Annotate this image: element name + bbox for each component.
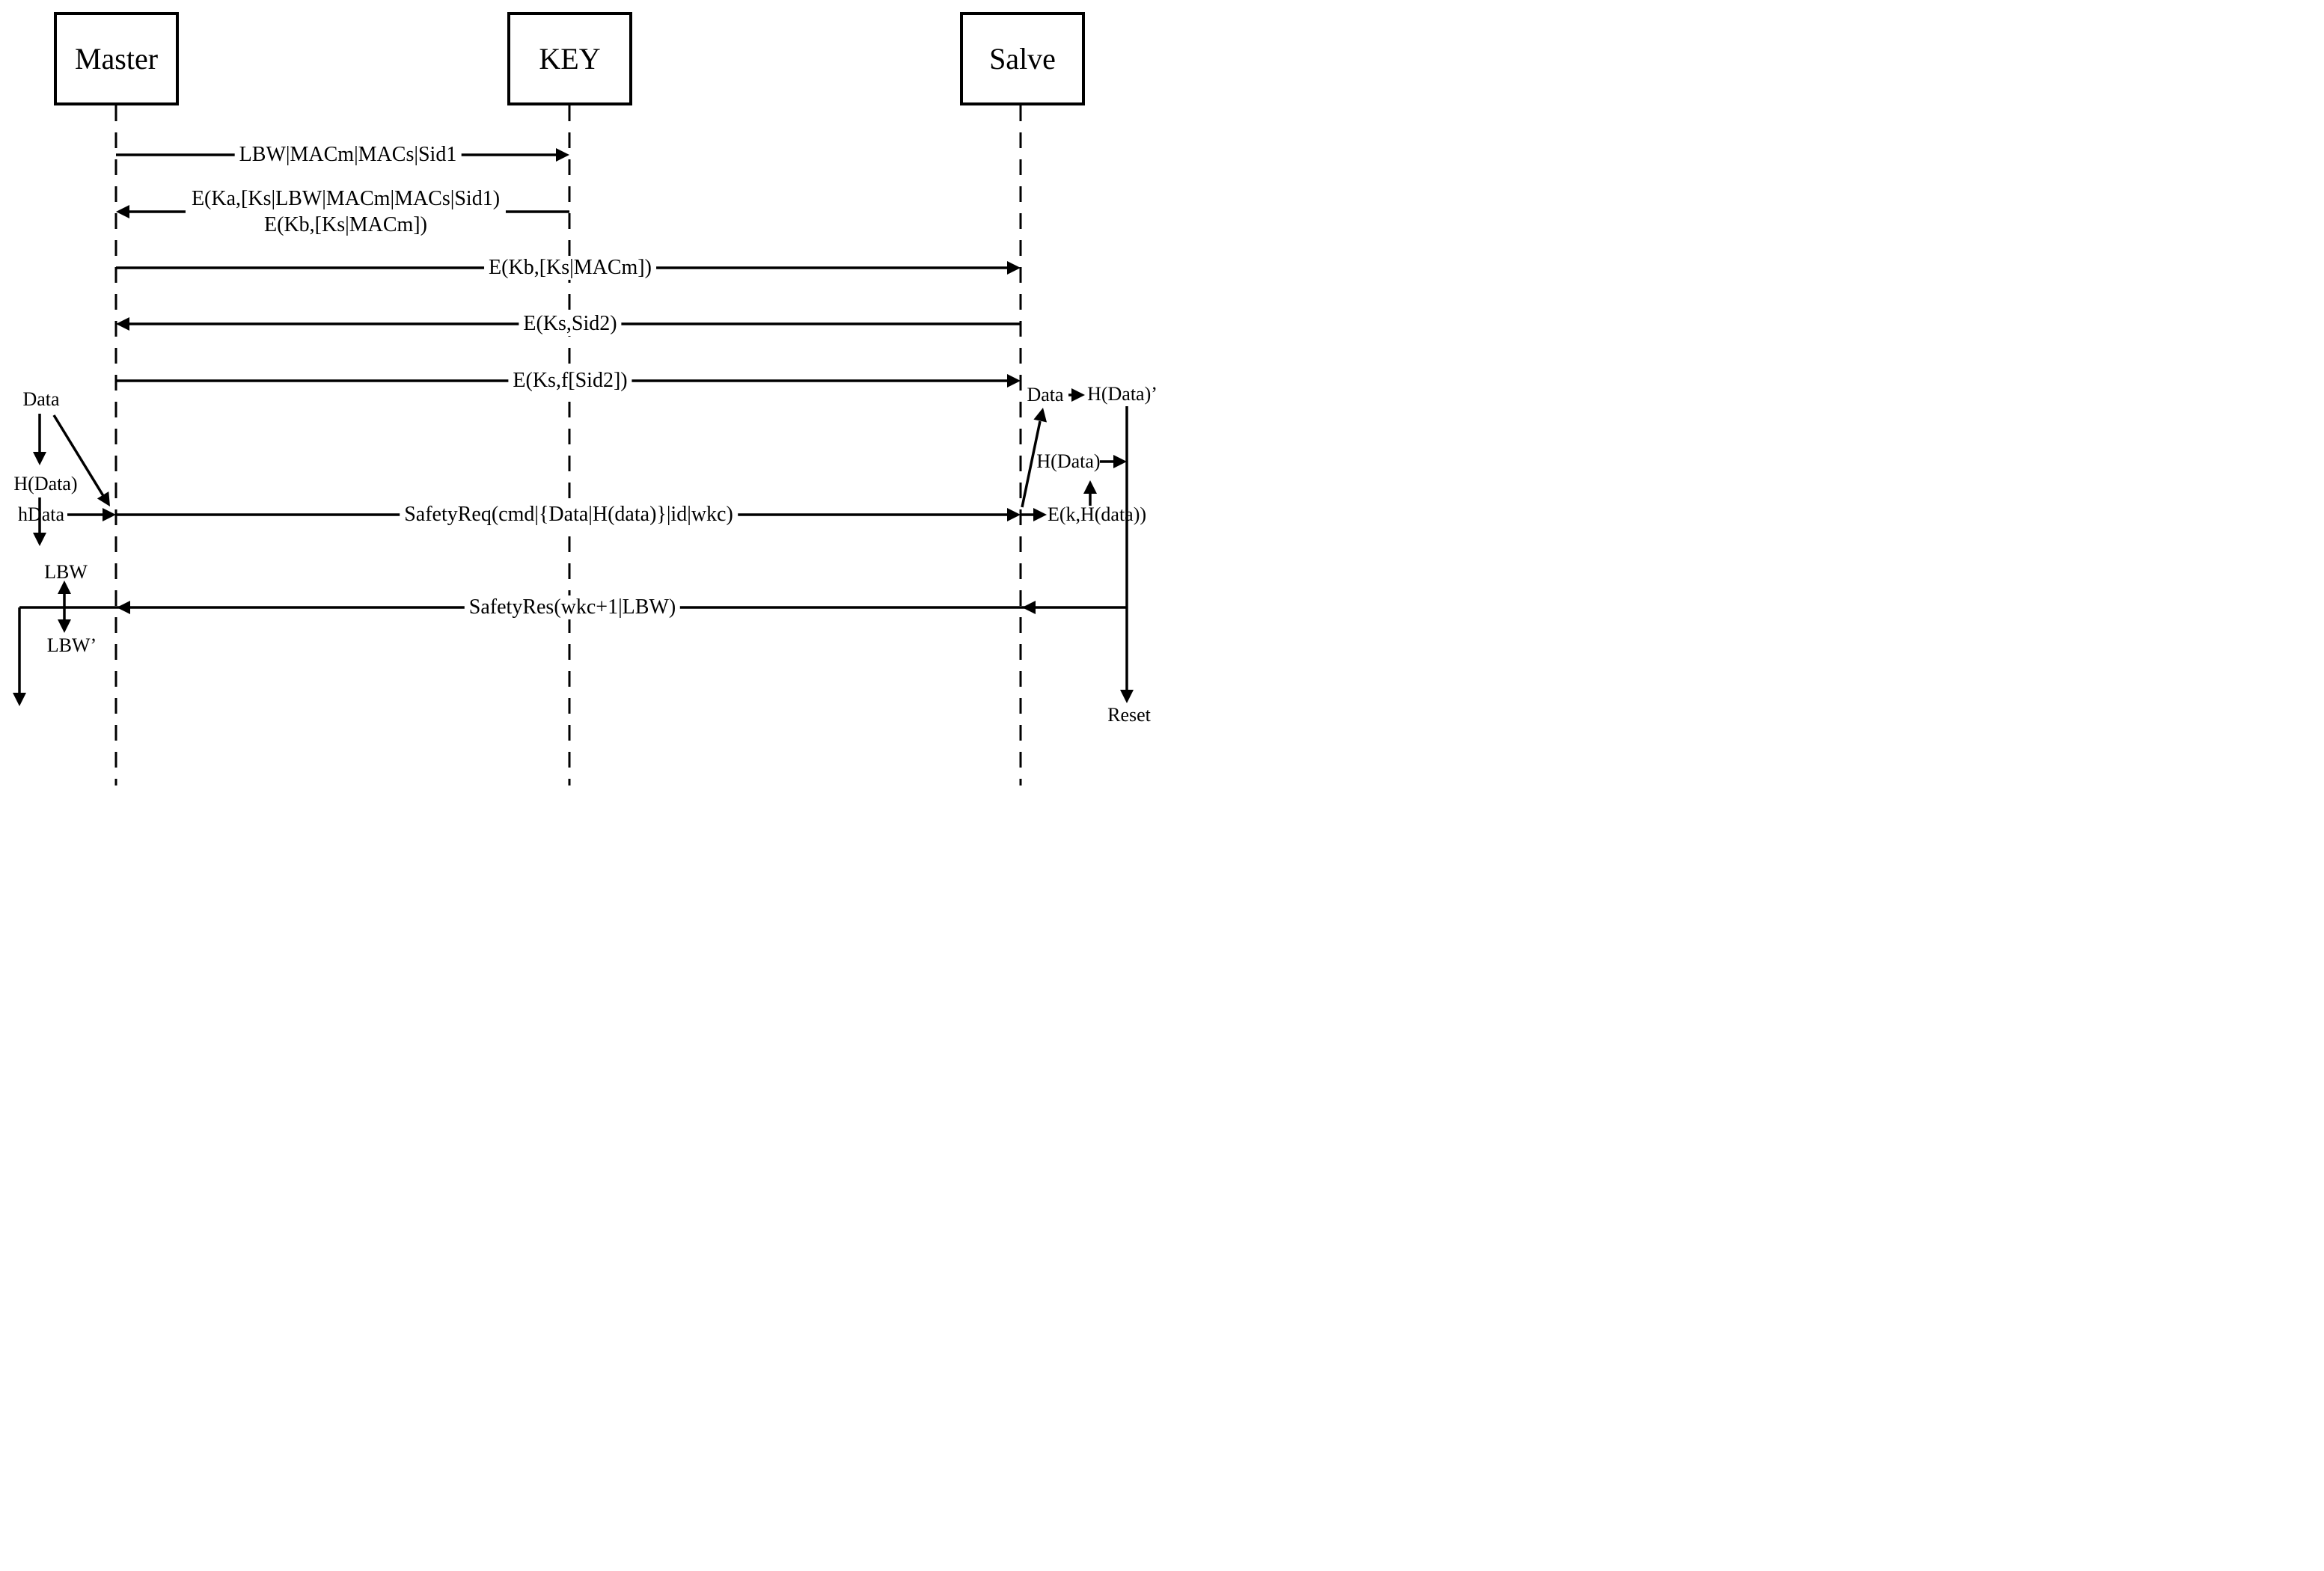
- arrowhead-up-lbw: [58, 581, 71, 594]
- salve-hdata-label: H(Data): [1036, 450, 1101, 472]
- arrowhead-left-message-2: [116, 205, 129, 218]
- arrowhead-left-message-7-salve: [1022, 601, 1036, 614]
- salve-reset-label: Reset: [1107, 704, 1151, 726]
- arrowhead-right-message-6: [1007, 508, 1021, 521]
- master-data-label: Data: [22, 388, 60, 410]
- message-label-3: E(Kb,[Ks|MACm]): [484, 256, 656, 280]
- arrowhead-right-hdatashort: [103, 508, 116, 521]
- sequence-diagram: Master KEY Salve LBW|MACm|MACs|Sid1 E(Ka…: [0, 0, 1162, 786]
- arrowhead-diagonal-salve-data: [1033, 408, 1047, 423]
- arrowhead-right-message-1: [556, 148, 569, 162]
- participant-box-salve: Salve: [960, 12, 1085, 105]
- participant-label-salve: Salve: [989, 42, 1056, 76]
- arrowhead-down-lbw-prime: [58, 619, 71, 633]
- message-label-4: E(Ks,Sid2): [519, 312, 622, 336]
- message-label-6: SafetyReq(cmd|{Data|H(data)}|id|wkc): [400, 503, 738, 527]
- salve-data-label: Data: [1027, 384, 1064, 405]
- arrowhead-right-salve-hdata: [1113, 455, 1127, 468]
- master-hdata-label: H(Data): [13, 473, 78, 494]
- message-label-5: E(Ks,f[Sid2]): [508, 369, 632, 393]
- message-label-1: LBW|MACm|MACs|Sid1: [234, 143, 462, 167]
- message-label-2: E(Ka,[Ks|LBW|MACm|MACs|Sid1) E(Kb,[Ks|MA…: [185, 186, 507, 238]
- participant-box-key: KEY: [507, 12, 632, 105]
- salve-hdata-prime-label: H(Data)’: [1087, 383, 1158, 405]
- arrowhead-down-data-to-hdata: [33, 452, 46, 465]
- message-label-2-line2: E(Kb,[Ks|MACm]): [264, 213, 427, 236]
- arrowhead-up-ekh-to-hdata: [1083, 480, 1097, 494]
- arrowhead-right-message-5: [1007, 374, 1021, 388]
- master-lbw-prime-label: LBW’: [46, 634, 97, 656]
- arrowhead-right-message-3: [1007, 261, 1021, 275]
- message-label-2-line1: E(Ka,[Ks|LBW|MACm|MACs|Sid1): [191, 187, 501, 210]
- message-label-7: SafetyRes(wkc+1|LBW): [464, 595, 681, 619]
- master-hdatashort-label: hData: [17, 503, 65, 525]
- arrowhead-right-ekh: [1033, 508, 1047, 521]
- arrowhead-diagonal-data-master: [97, 491, 110, 506]
- arrowhead-down-lbw-output: [13, 693, 26, 706]
- participant-label-master: Master: [74, 42, 159, 76]
- participant-box-master: Master: [54, 12, 179, 105]
- diagram-lines-layer: [13, 105, 1134, 786]
- arrowhead-down-reset: [1120, 690, 1134, 703]
- master-lbw-label: LBW: [44, 561, 88, 583]
- salve-diagonal-line: [1021, 420, 1042, 508]
- arrowhead-left-message-4: [116, 317, 129, 331]
- arrowhead-down-hdata-to-hdatashort: [33, 533, 46, 546]
- arrowhead-left-message-7-master: [117, 601, 130, 614]
- participant-label-key: KEY: [539, 42, 601, 76]
- salve-ekh-label: E(k,H(data)): [1047, 503, 1147, 525]
- data-diagonal-line: [52, 414, 106, 499]
- arrowhead-right-salve-data: [1071, 388, 1085, 402]
